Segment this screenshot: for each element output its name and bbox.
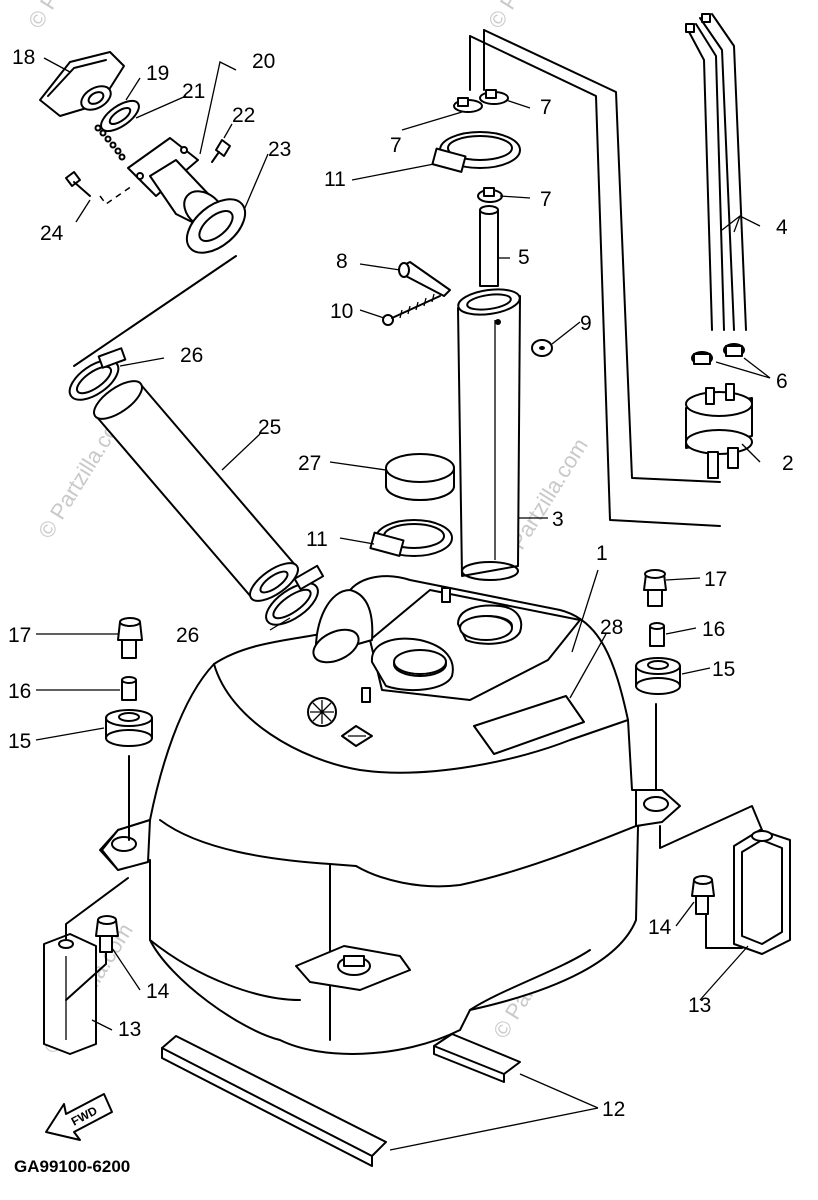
callout-19: 19 (146, 62, 169, 85)
fuel-cap-part-18[interactable] (39, 51, 125, 117)
pad-part-12-left[interactable] (161, 1035, 387, 1167)
callout-7-c: 7 (540, 188, 552, 211)
collar-part-16-right[interactable] (649, 622, 665, 647)
bolt-part-14-right[interactable] (691, 875, 715, 915)
right-mount (635, 569, 681, 791)
forward-arrow-icon: FWD (45, 1093, 113, 1141)
gasket-part-23[interactable] (177, 189, 255, 263)
clamp-part-26-lower[interactable] (259, 564, 325, 633)
screw-part-22[interactable] (211, 139, 231, 163)
callout-23: 23 (268, 138, 291, 161)
callout-13-a: 13 (118, 1018, 141, 1041)
leader-lines (35, 57, 771, 1151)
bolt-part-8[interactable] (398, 261, 451, 297)
fuel-cap-assembly (39, 51, 255, 367)
callout-26-a: 26 (180, 344, 203, 367)
clamp-part-11-upper[interactable] (431, 131, 521, 173)
watermark-5: © Partzilla.com (23, 0, 123, 33)
callout-7-a: 7 (540, 96, 552, 119)
watermark-6: © Partzilla.com (483, 0, 583, 33)
callout-11-a: 11 (324, 168, 346, 191)
callout-14-a: 14 (146, 980, 170, 1003)
lower-brackets (43, 805, 791, 1055)
callout-12: 12 (602, 1098, 625, 1121)
callout-15-a: 15 (8, 730, 31, 753)
callout-28: 28 (600, 616, 623, 639)
fuel-line-assembly (469, 13, 753, 527)
bracket-part-13-left[interactable] (43, 933, 97, 1055)
bracket-part-13-right[interactable] (733, 829, 791, 955)
gasket-part-19[interactable] (96, 95, 144, 137)
fuel-hose-part-4[interactable] (685, 13, 747, 331)
callout-15-b: 15 (712, 658, 735, 681)
clamp-part-7-c[interactable] (477, 187, 503, 203)
callout-25: 25 (258, 416, 281, 439)
callout-21: 21 (182, 80, 205, 103)
callout-24: 24 (40, 222, 64, 245)
callout-27: 27 (298, 452, 321, 475)
fuel-pipe-assembly (369, 205, 553, 675)
hose-part-5[interactable] (479, 205, 499, 287)
callout-16-a: 16 (8, 680, 31, 703)
callout-2: 2 (782, 452, 794, 475)
damper-part-15-left[interactable] (105, 709, 153, 747)
bolt-part-17-right[interactable] (643, 569, 667, 607)
callout-6: 6 (776, 370, 788, 393)
callout-22: 22 (232, 104, 255, 127)
damper-part-15-right[interactable] (635, 657, 681, 695)
callout-17-a: 17 (8, 624, 31, 647)
bolt-part-14-left[interactable] (95, 915, 119, 953)
callout-4: 4 (776, 216, 788, 239)
callout-17-b: 17 (704, 568, 727, 591)
label-part-28[interactable] (473, 695, 585, 755)
callout-3: 3 (552, 508, 564, 531)
hose-part-25[interactable] (88, 374, 304, 608)
fuel-tank-part-1[interactable] (99, 575, 681, 1055)
callout-1: 1 (596, 542, 608, 565)
callout-26-b: 26 (176, 624, 199, 647)
collar-part-16-left[interactable] (121, 676, 137, 701)
screw-part-10[interactable] (382, 293, 441, 326)
callout-labels: 18 19 20 21 22 23 24 7 7 11 7 4 5 8 10 9… (8, 46, 794, 1121)
joint-part-6[interactable] (691, 343, 745, 365)
clamp-part-26-upper[interactable] (63, 347, 127, 407)
clamp-part-7-a[interactable] (453, 97, 483, 113)
pad-part-12-right[interactable] (433, 1033, 521, 1083)
screw-part-24[interactable] (65, 171, 91, 197)
callout-9: 9 (580, 312, 592, 335)
washer-part-9[interactable] (531, 339, 553, 357)
chain-part-21[interactable] (94, 124, 126, 161)
callout-8: 8 (336, 250, 348, 273)
callout-20: 20 (252, 50, 275, 73)
left-mount (105, 617, 153, 841)
pads (161, 1033, 521, 1167)
clamp-part-11-lower[interactable] (369, 519, 453, 557)
diagram-code: GA99100-6200 (14, 1157, 130, 1176)
fuel-filter-part-2[interactable] (685, 383, 753, 479)
clamp-part-7-b[interactable] (479, 89, 509, 105)
callout-7-b: 7 (390, 134, 402, 157)
bolt-part-17-left[interactable] (117, 617, 143, 659)
callout-16-b: 16 (702, 618, 725, 641)
grommet-part-27[interactable] (385, 453, 455, 501)
pipe-part-3[interactable] (457, 286, 522, 581)
callout-11-b: 11 (306, 528, 328, 551)
filler-hose-assembly (63, 347, 325, 633)
callout-14-b: 14 (648, 916, 672, 939)
callout-13-b: 13 (688, 994, 711, 1017)
upper-clamps (431, 89, 521, 203)
callout-10: 10 (330, 300, 353, 323)
callout-5: 5 (518, 246, 530, 269)
callout-18: 18 (12, 46, 35, 69)
